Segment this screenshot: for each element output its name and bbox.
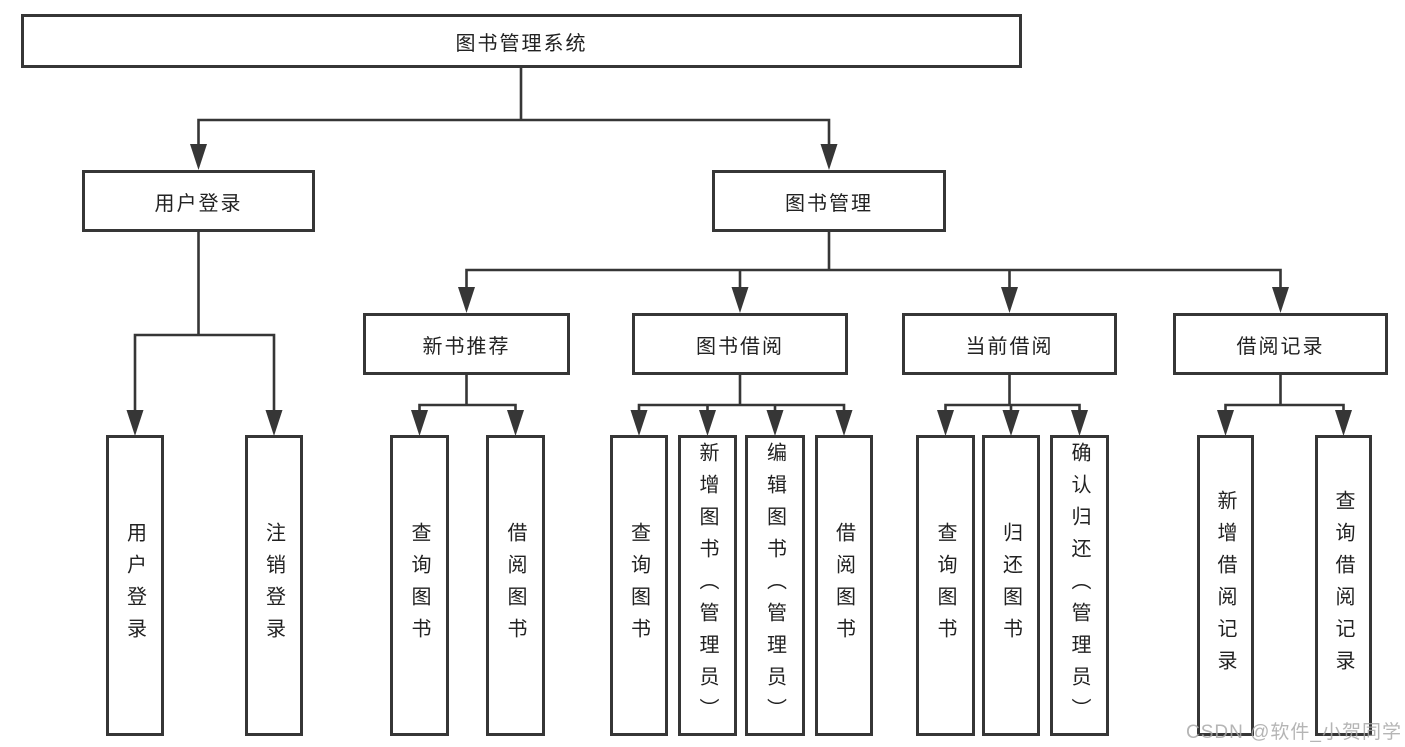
node-label: 查询图书 <box>934 521 956 650</box>
node-library-management-system: 图书管理系统 <box>21 14 1022 68</box>
arrow-icon <box>265 410 283 436</box>
arrow-icon <box>820 144 838 170</box>
connector-borrowing-records <box>1224 375 1345 412</box>
arrow-icon <box>766 410 784 436</box>
arrow-icon <box>1217 410 1234 436</box>
connector-book-management <box>465 232 1282 289</box>
arrow-icon <box>411 410 428 436</box>
arrow-icon <box>937 410 954 436</box>
node-label: 归还图书 <box>999 521 1022 650</box>
arrow-icon <box>1272 287 1289 313</box>
node-label: 图书管理 <box>785 192 873 215</box>
node-label: 用户登录 <box>123 521 146 650</box>
node-label: 图书管理系统 <box>455 32 588 55</box>
leaf-logout: 注销登录 <box>245 435 303 736</box>
leaf-query-borrow-record: 查询借阅记录 <box>1315 435 1372 736</box>
leaf-confirm-return-admin: 确认归还（管理员） <box>1050 435 1109 736</box>
node-label: 用户登录 <box>154 192 243 215</box>
leaf-borrow-books-recommend: 借阅图书 <box>486 435 545 736</box>
arrow-icon <box>126 410 144 436</box>
leaf-query-books-recommend: 查询图书 <box>390 435 449 736</box>
csdn-watermark: CSDN @软件_小贺同学 <box>1186 722 1402 743</box>
node-borrowing-records: 借阅记录 <box>1173 313 1388 375</box>
arrow-icon <box>731 287 749 313</box>
node-label: 当前借阅 <box>965 335 1054 358</box>
leaf-user-login: 用户登录 <box>106 435 164 736</box>
leaf-borrow-books: 借阅图书 <box>815 435 873 736</box>
node-label: 编辑图书（管理员） <box>763 441 786 730</box>
arrowheads <box>126 144 1352 436</box>
arrow-icon <box>835 410 853 436</box>
node-label: 新书推荐 <box>422 335 511 358</box>
node-label: 借阅图书 <box>832 521 855 650</box>
node-label: 借阅图书 <box>504 521 526 650</box>
connector-new-book-recommendation <box>418 375 517 412</box>
arrow-icon <box>190 144 207 170</box>
node-label: 确认归还（管理员） <box>1068 441 1090 730</box>
leaf-query-books-current: 查询图书 <box>916 435 975 736</box>
leaf-edit-books-admin: 编辑图书（管理员） <box>745 435 805 736</box>
arrow-icon <box>1001 287 1018 313</box>
leaf-return-books: 归还图书 <box>982 435 1040 736</box>
connector-user-login <box>133 232 276 412</box>
arrow-icon <box>1071 410 1088 436</box>
node-label: 图书借阅 <box>696 335 784 358</box>
node-label: 查询图书 <box>627 521 650 650</box>
node-label: 新增图书（管理员） <box>696 441 718 730</box>
connector-current-borrowing <box>944 375 1081 412</box>
node-current-borrowing: 当前借阅 <box>902 313 1117 375</box>
arrow-icon <box>458 287 475 313</box>
node-book-borrowing: 图书借阅 <box>632 313 848 375</box>
arrow-icon <box>630 410 648 436</box>
arrow-icon <box>1002 410 1020 436</box>
node-label: 查询借阅记录 <box>1332 489 1354 682</box>
node-label: 注销登录 <box>262 521 285 650</box>
leaf-query-books-borrowing: 查询图书 <box>610 435 668 736</box>
leaf-add-books-admin: 新增图书（管理员） <box>678 435 737 736</box>
node-label: 借阅记录 <box>1236 335 1325 358</box>
connector-root <box>197 67 831 146</box>
arrow-icon <box>507 410 524 436</box>
leaf-add-borrow-record: 新增借阅记录 <box>1197 435 1254 736</box>
arrow-icon <box>1335 410 1352 436</box>
arrow-icon <box>699 410 716 436</box>
node-label: 新增借阅记录 <box>1214 489 1236 682</box>
node-new-book-recommendation: 新书推荐 <box>363 313 570 375</box>
node-book-management: 图书管理 <box>712 170 946 232</box>
node-user-login: 用户登录 <box>82 170 315 232</box>
connector-book-borrowing <box>637 375 846 412</box>
node-label: 查询图书 <box>408 521 430 650</box>
